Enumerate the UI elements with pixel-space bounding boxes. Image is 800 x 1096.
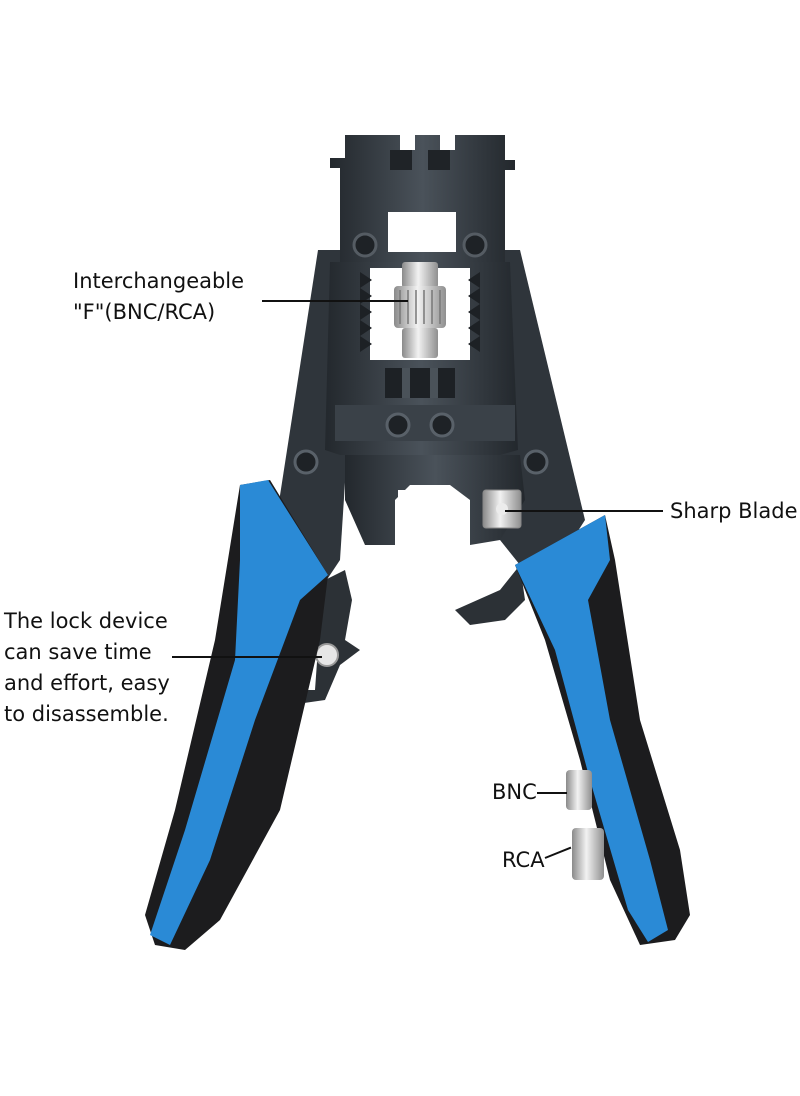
interchangeable-leader-line <box>262 300 408 302</box>
callout-line: The lock device <box>4 609 168 633</box>
rca-die-insert <box>572 828 604 880</box>
f-connector-die <box>394 262 446 358</box>
rivet-icon <box>385 412 411 438</box>
lock-device-leader-line <box>172 656 322 658</box>
interchangeable-callout: Interchangeable "F"(BNC/RCA) <box>73 266 244 328</box>
bnc-callout: BNC <box>492 780 537 804</box>
right-handle <box>515 515 690 945</box>
callout-line: "F"(BNC/RCA) <box>73 300 216 324</box>
sharp-blade-callout: Sharp Blade <box>670 499 798 523</box>
rivet-icon <box>429 412 455 438</box>
callout-line: to disassemble. <box>4 702 169 726</box>
callout-line: Interchangeable <box>73 269 245 293</box>
lock-latch <box>290 565 525 705</box>
rivet-icon <box>462 232 488 258</box>
left-handle <box>145 480 328 950</box>
rivet-icon <box>352 232 378 258</box>
crimp-jaw-head <box>330 135 515 270</box>
callout-line: can save time <box>4 640 152 664</box>
ratchet-frame <box>293 262 549 475</box>
sharp-blade-leader-line <box>505 510 663 512</box>
rca-callout: RCA <box>502 848 545 872</box>
rivet-icon <box>523 449 549 475</box>
cutter-jaw <box>345 455 525 550</box>
callout-line: and effort, easy <box>4 671 170 695</box>
lock-device-callout: The lock device can save time and effort… <box>4 606 170 730</box>
bnc-leader-line <box>537 792 567 794</box>
rivet-icon <box>293 449 319 475</box>
bnc-die-insert <box>566 770 592 810</box>
